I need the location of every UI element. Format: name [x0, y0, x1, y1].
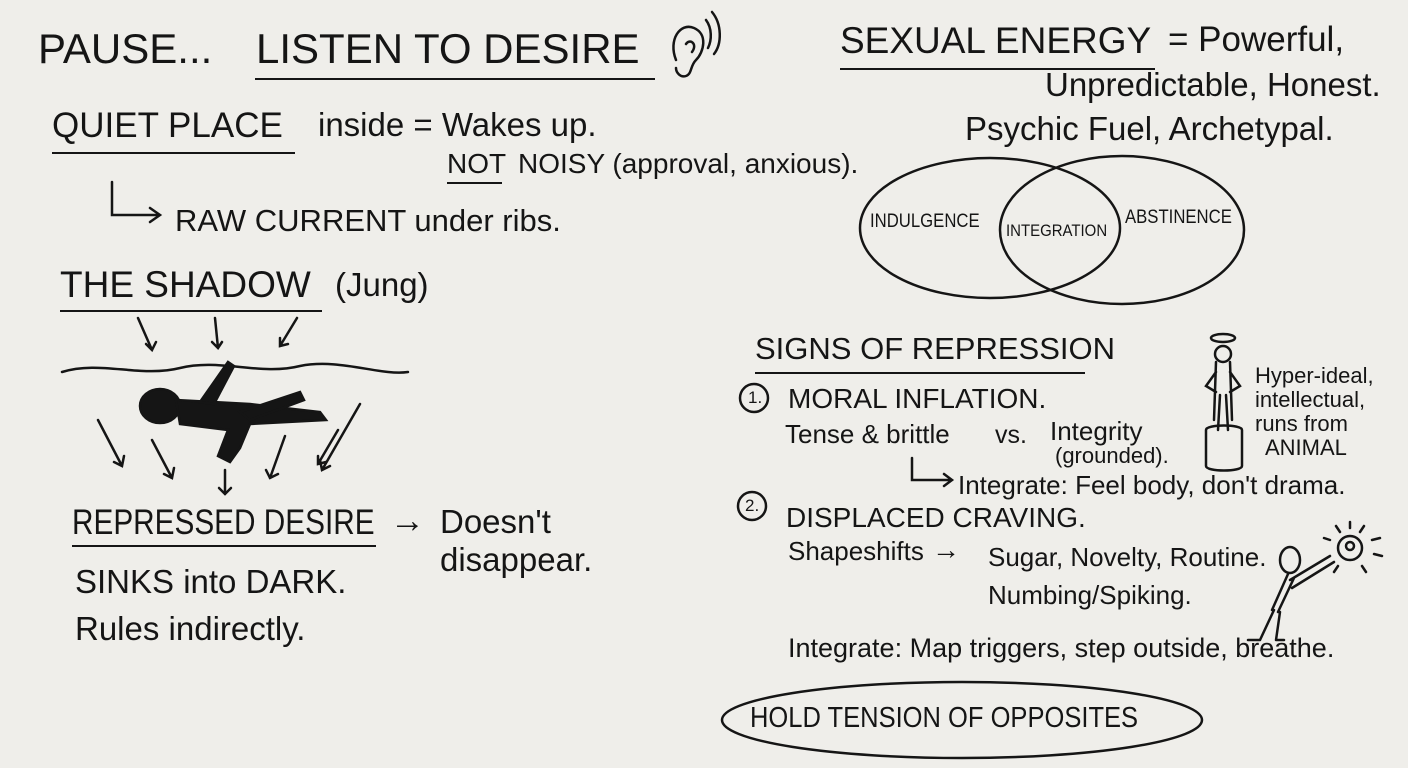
underline	[755, 372, 1085, 374]
jung-label: (Jung)	[335, 266, 429, 303]
underline	[52, 152, 295, 154]
underline	[60, 310, 322, 312]
item-number-circle	[738, 382, 770, 414]
underline	[447, 182, 502, 184]
displaced-craving-heading: DISPLACED CRAVING.	[786, 502, 1086, 533]
powerful-text: = Powerful,	[1168, 20, 1345, 59]
unpredictable-text: Unpredictable, Honest.	[1045, 66, 1381, 103]
signs-heading: SIGNS OF REPRESSION	[755, 331, 1116, 366]
quiet-place-text: inside = Wakes up.	[318, 106, 597, 143]
statue-on-pedestal-icon	[1204, 332, 1244, 472]
note-line: ANIMAL	[1265, 435, 1347, 460]
item-number-circle	[736, 490, 768, 522]
grounded-text: (grounded).	[1055, 443, 1169, 468]
raw-current-text: RAW CURRENT under ribs.	[175, 203, 561, 238]
title-pause: PAUSE...	[38, 25, 213, 72]
sinks-text: SINKS into DARK.	[75, 563, 347, 600]
underline	[840, 68, 1155, 70]
underline	[72, 545, 376, 547]
down-arrows-icon	[96, 316, 362, 496]
item-2-number: 2.	[745, 496, 760, 515]
not-label: NOT	[447, 148, 507, 179]
numbing-text: Numbing/Spiking.	[988, 580, 1192, 610]
tense-text: Tense & brittle	[785, 419, 950, 449]
repressed-desire-heading: REPRESSED DESIRE	[72, 503, 375, 542]
note-line: runs from	[1255, 411, 1348, 436]
item-1-number: 1.	[748, 388, 763, 407]
venn-label-abstinence: ABSTINENCE	[1125, 207, 1232, 228]
underline	[255, 78, 655, 80]
rules-text: Rules indirectly.	[75, 610, 306, 647]
disappear-text: disappear.	[440, 541, 593, 578]
sexual-energy-heading: SEXUAL ENERGY	[840, 20, 1152, 61]
hold-tension-text: HOLD TENSION OF OPPOSITES	[750, 702, 1139, 734]
integrate-map-triggers-text: Integrate: Map triggers, step outside, b…	[788, 633, 1335, 663]
noisy-text: NOISY (approval, anxious).	[518, 148, 859, 179]
hold-tension-ellipse	[720, 680, 1204, 760]
arrow-icon	[910, 456, 955, 488]
reaching-person-icon	[1246, 545, 1336, 642]
arrow: →	[932, 534, 960, 565]
venn-circle-abstinence	[998, 154, 1246, 306]
integrity-text: Integrity	[1050, 416, 1143, 446]
sugar-text: Sugar, Novelty, Routine.	[988, 542, 1267, 572]
doesnt-text: Doesn't	[440, 503, 551, 540]
venn-label-indulgence: INDULGENCE	[870, 211, 980, 232]
vs-text: vs.	[995, 421, 1027, 449]
shapeshifts-text: Shapeshifts	[788, 536, 924, 566]
note-line: intellectual,	[1255, 387, 1366, 412]
corner-arrow-icon	[110, 180, 163, 224]
venn-label-integration: INTEGRATION	[1006, 221, 1108, 240]
integrate-feel-body-text: Integrate: Feel body, don't drama.	[958, 470, 1346, 500]
title-listen-to-desire: LISTEN TO DESIRE	[256, 25, 640, 72]
ear-icon	[672, 10, 721, 78]
sinking-figure-icon	[138, 360, 329, 464]
shadow-heading: THE SHADOW	[60, 264, 311, 305]
arrow: →	[390, 501, 425, 540]
quiet-place-heading: QUIET PLACE	[52, 106, 283, 145]
donut-icon	[1322, 520, 1384, 574]
venn-circle-indulgence	[858, 156, 1122, 300]
psychic-text: Psychic Fuel, Archetypal.	[965, 110, 1334, 147]
moral-inflation-heading: MORAL INFLATION.	[788, 383, 1047, 414]
hyper-ideal-note: Hyper-ideal, intellectual, runs from ANI…	[1255, 364, 1374, 460]
note-line: Hyper-ideal,	[1255, 363, 1374, 388]
